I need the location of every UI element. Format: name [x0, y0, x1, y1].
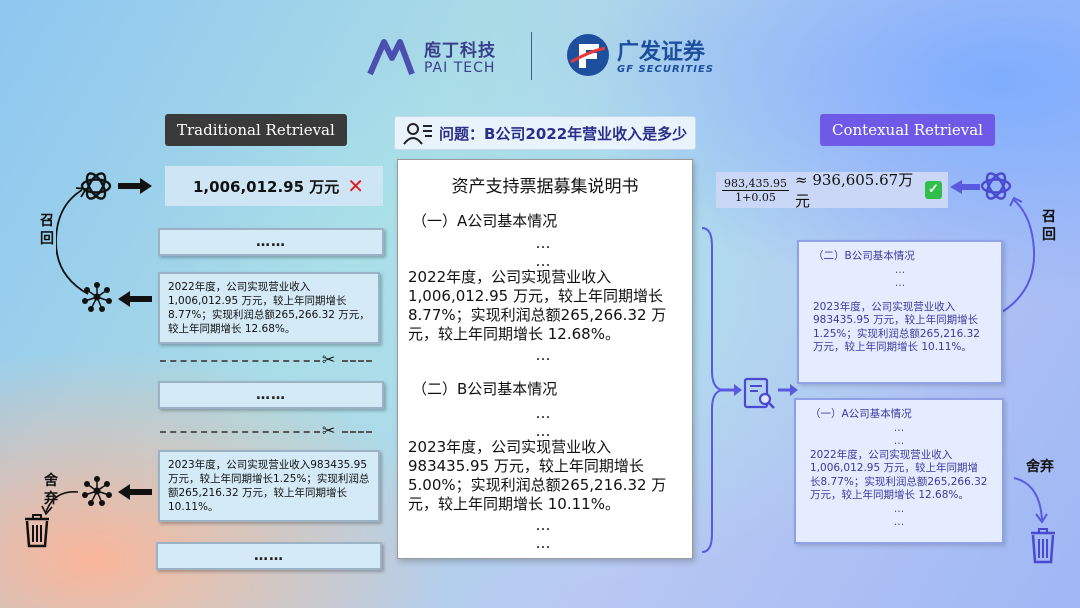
openai-icon — [980, 172, 1012, 200]
check-icon: ✓ — [924, 181, 942, 199]
gf-logo: 广发证券 GF SECURITIES — [565, 32, 725, 82]
formula-result: ≈ 936,605.67万元 — [794, 171, 914, 210]
embedding-model-icon — [82, 282, 112, 312]
pai-name: 庖丁科技 — [424, 41, 496, 61]
document-title: 资产支持票据募集说明书 — [451, 177, 639, 197]
right-discard-label: 舍弃 — [1026, 459, 1054, 475]
ellipsis: … — [893, 435, 905, 447]
wrong-icon: ✕ — [347, 174, 365, 198]
split-line — [160, 431, 320, 433]
trash-icon — [1031, 528, 1055, 564]
scissors-icon: ✂ — [322, 350, 336, 369]
context-chunk-b: （二）B公司基本情况 … … 2023年度，公司实现营业收入983435.95 … — [797, 240, 1003, 384]
chunk-2023: 2023年度，公司实现营业收入983435.95 万元，较上年同期增长1.25%… — [158, 450, 380, 522]
discard-arrow-icon — [1013, 477, 1048, 524]
ellipsis: … — [893, 421, 905, 434]
chunk-2022: 2022年度，公司实现营业收入1,006,012.95 万元，较上年同期增长8.… — [158, 272, 380, 344]
merge-bracket-icon — [701, 227, 798, 553]
left-recall-label: 召回 — [40, 213, 54, 247]
fraction: 983,435.95 1+0.05 — [722, 177, 789, 204]
answer-formula: 983,435.95 1+0.05 ≈ 936,605.67万元 ✓ — [716, 171, 948, 210]
section-b-text: 2023年度，公司实现营业收入983435.95 万元，较上年同期增长5.00%… — [408, 438, 667, 513]
ellipsis: … — [535, 534, 551, 552]
pai-logo: 庖丁科技 PAI TECH — [366, 34, 516, 84]
gf-logo-icon — [567, 34, 609, 76]
header-divider — [531, 32, 532, 80]
search-document-icon — [743, 377, 775, 409]
ellipsis: … — [535, 422, 551, 440]
chunk-placeholder: …… — [158, 228, 384, 256]
prospectus-document: 资产支持票据募集说明书 （一）A公司基本情况 … … 2022年度，公司实现营业… — [397, 159, 693, 559]
split-line — [160, 360, 320, 362]
question-text: 问题：B公司2022年营业收入是多少 — [439, 124, 688, 143]
openai-icon — [80, 172, 112, 200]
ellipsis: … — [893, 502, 905, 515]
contextual-retrieval-badge: Contexual Retrieval — [820, 114, 995, 146]
question-box: 问题：B公司2022年营业收入是多少 — [394, 116, 697, 150]
pai-logo-icon — [367, 39, 415, 76]
chunk-b-heading: （二）B公司基本情况 — [813, 250, 915, 262]
arrow-icon — [118, 178, 152, 194]
chunk-a-heading: （一）A公司基本情况 — [810, 408, 912, 420]
left-discard-label: 舍弃 — [44, 473, 58, 507]
ellipsis: … — [893, 516, 905, 528]
ellipsis: … — [535, 252, 551, 270]
traditional-answer-value: 1,006,012.95 万元 — [193, 177, 340, 196]
chunk-placeholder: …… — [158, 381, 384, 409]
section-a-heading: （一）A公司基本情况 — [412, 212, 558, 230]
ellipsis: … — [894, 263, 906, 276]
scissors-icon: ✂ — [322, 421, 336, 440]
chunk-a-text: 2022年度，公司实现营业收入1,006,012.95 万元，较上年同期增长8.… — [810, 448, 988, 502]
ellipsis: … — [535, 404, 551, 422]
section-a-text: 2022年度，公司实现营业收入1,006,012.95 万元，较上年同期增长8.… — [408, 268, 667, 343]
chunk-placeholder: …… — [156, 542, 382, 570]
gf-sub: GF SECURITIES — [617, 64, 715, 75]
arrow-icon — [118, 291, 152, 307]
discard-arrow-icon — [41, 491, 79, 516]
ellipsis: … — [535, 516, 551, 534]
arrow-icon — [118, 484, 152, 500]
user-question-icon — [403, 123, 432, 145]
split-line — [342, 360, 372, 362]
embedding-model-icon — [82, 476, 112, 506]
fraction-denominator: 1+0.05 — [735, 190, 776, 204]
ellipsis: … — [535, 234, 551, 252]
context-chunk-a: （一）A公司基本情况 … … 2022年度，公司实现营业收入1,006,012.… — [794, 398, 1004, 544]
section-b-heading: （二）B公司基本情况 — [412, 380, 558, 398]
ellipsis: … — [894, 277, 906, 289]
recall-arrow-icon — [1001, 196, 1036, 313]
ellipsis: … — [535, 346, 551, 364]
right-recall-label: 召回 — [1042, 209, 1056, 243]
fraction-numerator: 983,435.95 — [722, 176, 789, 191]
pai-sub: PAI TECH — [424, 60, 496, 76]
split-line — [342, 431, 372, 433]
traditional-retrieval-badge: Traditional Retrieval — [165, 114, 347, 146]
arrow-icon — [950, 180, 980, 194]
recall-arrow-icon — [56, 187, 89, 295]
chunk-b-text: 2023年度，公司实现营业收入983435.95 万元，较上年同期增长1.25%… — [813, 300, 980, 354]
gf-name: 广发证券 — [617, 40, 706, 65]
trash-icon — [25, 514, 49, 548]
traditional-answer: 1,006,012.95 万元 ✕ — [165, 166, 383, 206]
